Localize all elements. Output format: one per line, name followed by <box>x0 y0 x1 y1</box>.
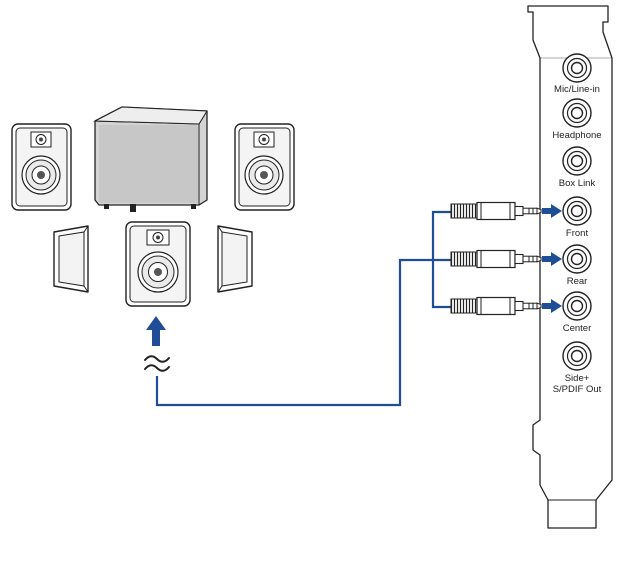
port-side-jack <box>570 349 584 363</box>
plug-center-arrow <box>542 303 552 309</box>
audio-cable <box>155 210 451 407</box>
plug-rear-arrow <box>542 256 552 262</box>
plug-rear-strain-relief <box>450 251 478 267</box>
plug-center-strain-relief <box>450 298 478 314</box>
port-boxlink-jack <box>570 154 584 168</box>
port-rear: Rear <box>562 244 592 287</box>
plug-rear <box>450 249 562 269</box>
port-rear-jack <box>570 252 584 266</box>
port-front: Front <box>562 196 592 239</box>
port-boxlink: Box Link <box>559 146 596 189</box>
up-arrow-icon <box>146 316 166 346</box>
port-label-side-2: S/PDIF Out <box>553 384 602 395</box>
port-front-jack <box>570 204 584 218</box>
center-speaker <box>125 221 191 307</box>
plug-center-body <box>476 296 516 316</box>
port-center-jack <box>570 299 584 313</box>
audio-plugs <box>450 201 562 316</box>
port-label-headphone: Headphone <box>552 130 601 141</box>
port-label-front: Front <box>566 228 589 239</box>
port-label-boxlink: Box Link <box>559 178 596 189</box>
port-label-side: Side+ <box>565 373 590 384</box>
port-headphone-jack <box>570 106 584 120</box>
rear-right-speaker <box>217 225 253 293</box>
front-left-speaker <box>11 123 72 211</box>
plug-front-arrow <box>542 208 552 214</box>
port-label-center: Center <box>563 323 592 334</box>
port-side: Side+S/PDIF Out <box>553 341 602 395</box>
port-mic-jack <box>570 61 584 75</box>
port-headphone: Headphone <box>552 98 602 141</box>
port-mic: Mic/Line-in <box>554 53 600 95</box>
plug-rear-body <box>476 249 516 269</box>
rear-left-speaker <box>53 225 89 293</box>
port-center: Center <box>562 291 592 334</box>
port-label-mic: Mic/Line-in <box>554 84 600 95</box>
subwoofer <box>93 106 208 212</box>
front-right-speaker <box>234 123 295 211</box>
plug-front-strain-relief <box>450 203 478 219</box>
port-label-rear: Rear <box>567 276 588 287</box>
plug-front <box>450 201 562 221</box>
approximately-equal-icon <box>144 355 170 372</box>
plug-front-body <box>476 201 516 221</box>
plug-center <box>450 296 562 316</box>
